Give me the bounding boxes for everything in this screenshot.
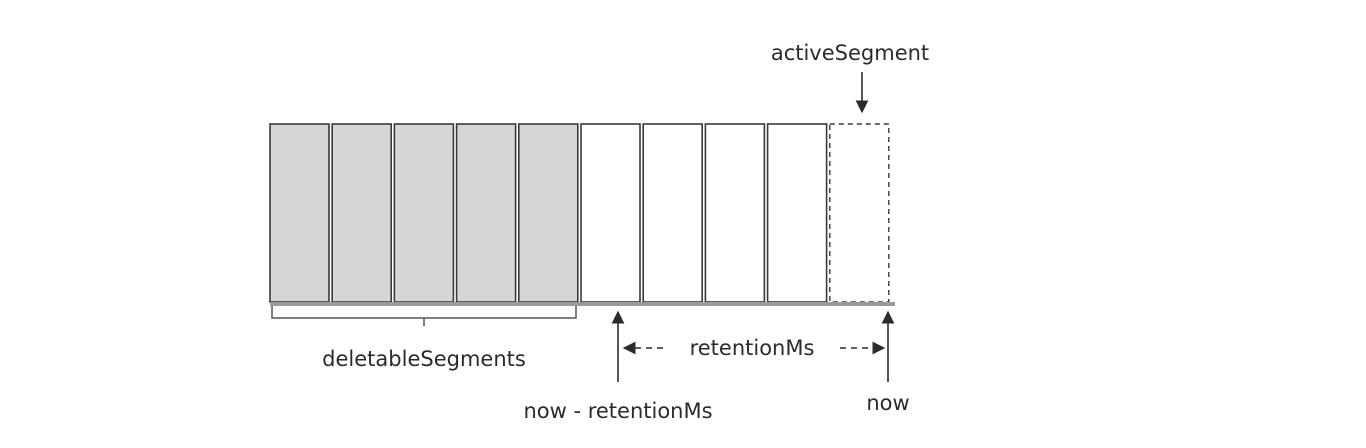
deletable-segment-block — [269, 123, 330, 303]
deletable-segments-brace — [271, 306, 577, 326]
now-label: now — [866, 391, 909, 415]
deletable-segment-block — [331, 123, 393, 303]
retained-segment-block — [642, 123, 704, 303]
retained-segment-block — [766, 123, 828, 303]
deletable-segments-label: deletableSegments — [322, 347, 526, 371]
active-segment-label: activeSegment — [771, 41, 929, 65]
active-segment-block — [829, 123, 890, 303]
retention-start-label: now - retentionMs — [523, 399, 712, 423]
retained-segment-block — [580, 123, 641, 303]
retained-segment-block — [704, 123, 766, 303]
segment-row — [269, 123, 890, 303]
deletable-segment-block — [517, 123, 579, 303]
retention-ms-label: retentionMs — [690, 336, 815, 360]
deletable-segment-block — [393, 123, 455, 303]
deletable-segment-block — [455, 123, 517, 303]
